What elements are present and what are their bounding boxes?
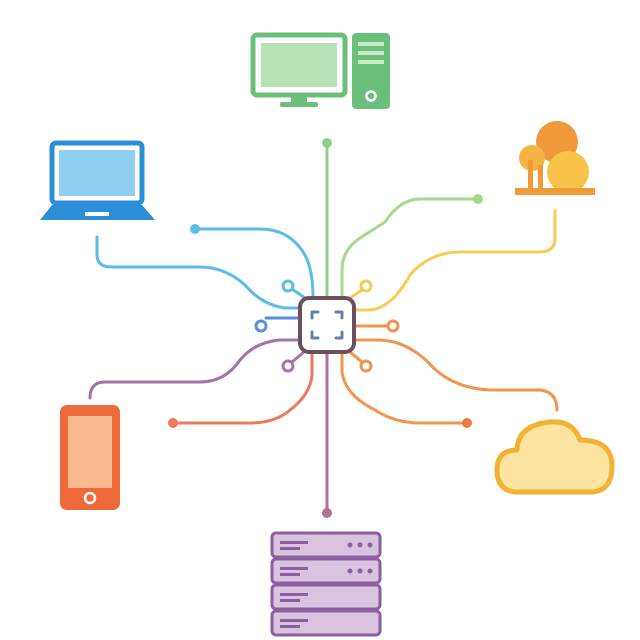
connection-blue-branch: [193, 227, 315, 300]
stub-node: [359, 359, 373, 373]
stub-node: [359, 279, 373, 293]
endpoint-dot: [190, 224, 200, 234]
desktop-computer-icon[interactable]: [250, 32, 390, 109]
server-rack-icon[interactable]: [270, 531, 382, 637]
connections: [88, 138, 559, 518]
smartphone-icon[interactable]: [60, 405, 120, 510]
stub-line: [290, 287, 307, 300]
stub-node: [386, 319, 400, 333]
endpoint-dot: [168, 418, 178, 428]
connection-green-branch: [340, 197, 480, 300]
endpoint-dot: [462, 418, 472, 428]
stub-node: [254, 319, 268, 333]
connection-phone: [88, 338, 302, 400]
connection-trees: [352, 208, 557, 312]
cloud-icon[interactable]: [494, 419, 615, 495]
connection-red-branch: [171, 350, 314, 425]
connection-orange-branch: [340, 350, 469, 425]
chip-hub-icon[interactable]: [298, 296, 356, 354]
endpoint-dot: [322, 138, 332, 148]
endpoint-dot: [322, 508, 332, 518]
connection-cloud: [352, 338, 559, 412]
connection-laptop: [95, 235, 302, 310]
stub-line: [348, 350, 364, 364]
trees-icon[interactable]: [515, 121, 595, 195]
laptop-icon[interactable]: [40, 140, 155, 220]
stub-line: [348, 288, 364, 300]
stub-node: [281, 359, 295, 373]
stub-line: [290, 350, 306, 364]
stub-node: [281, 279, 295, 293]
endpoint-dot: [473, 194, 483, 204]
